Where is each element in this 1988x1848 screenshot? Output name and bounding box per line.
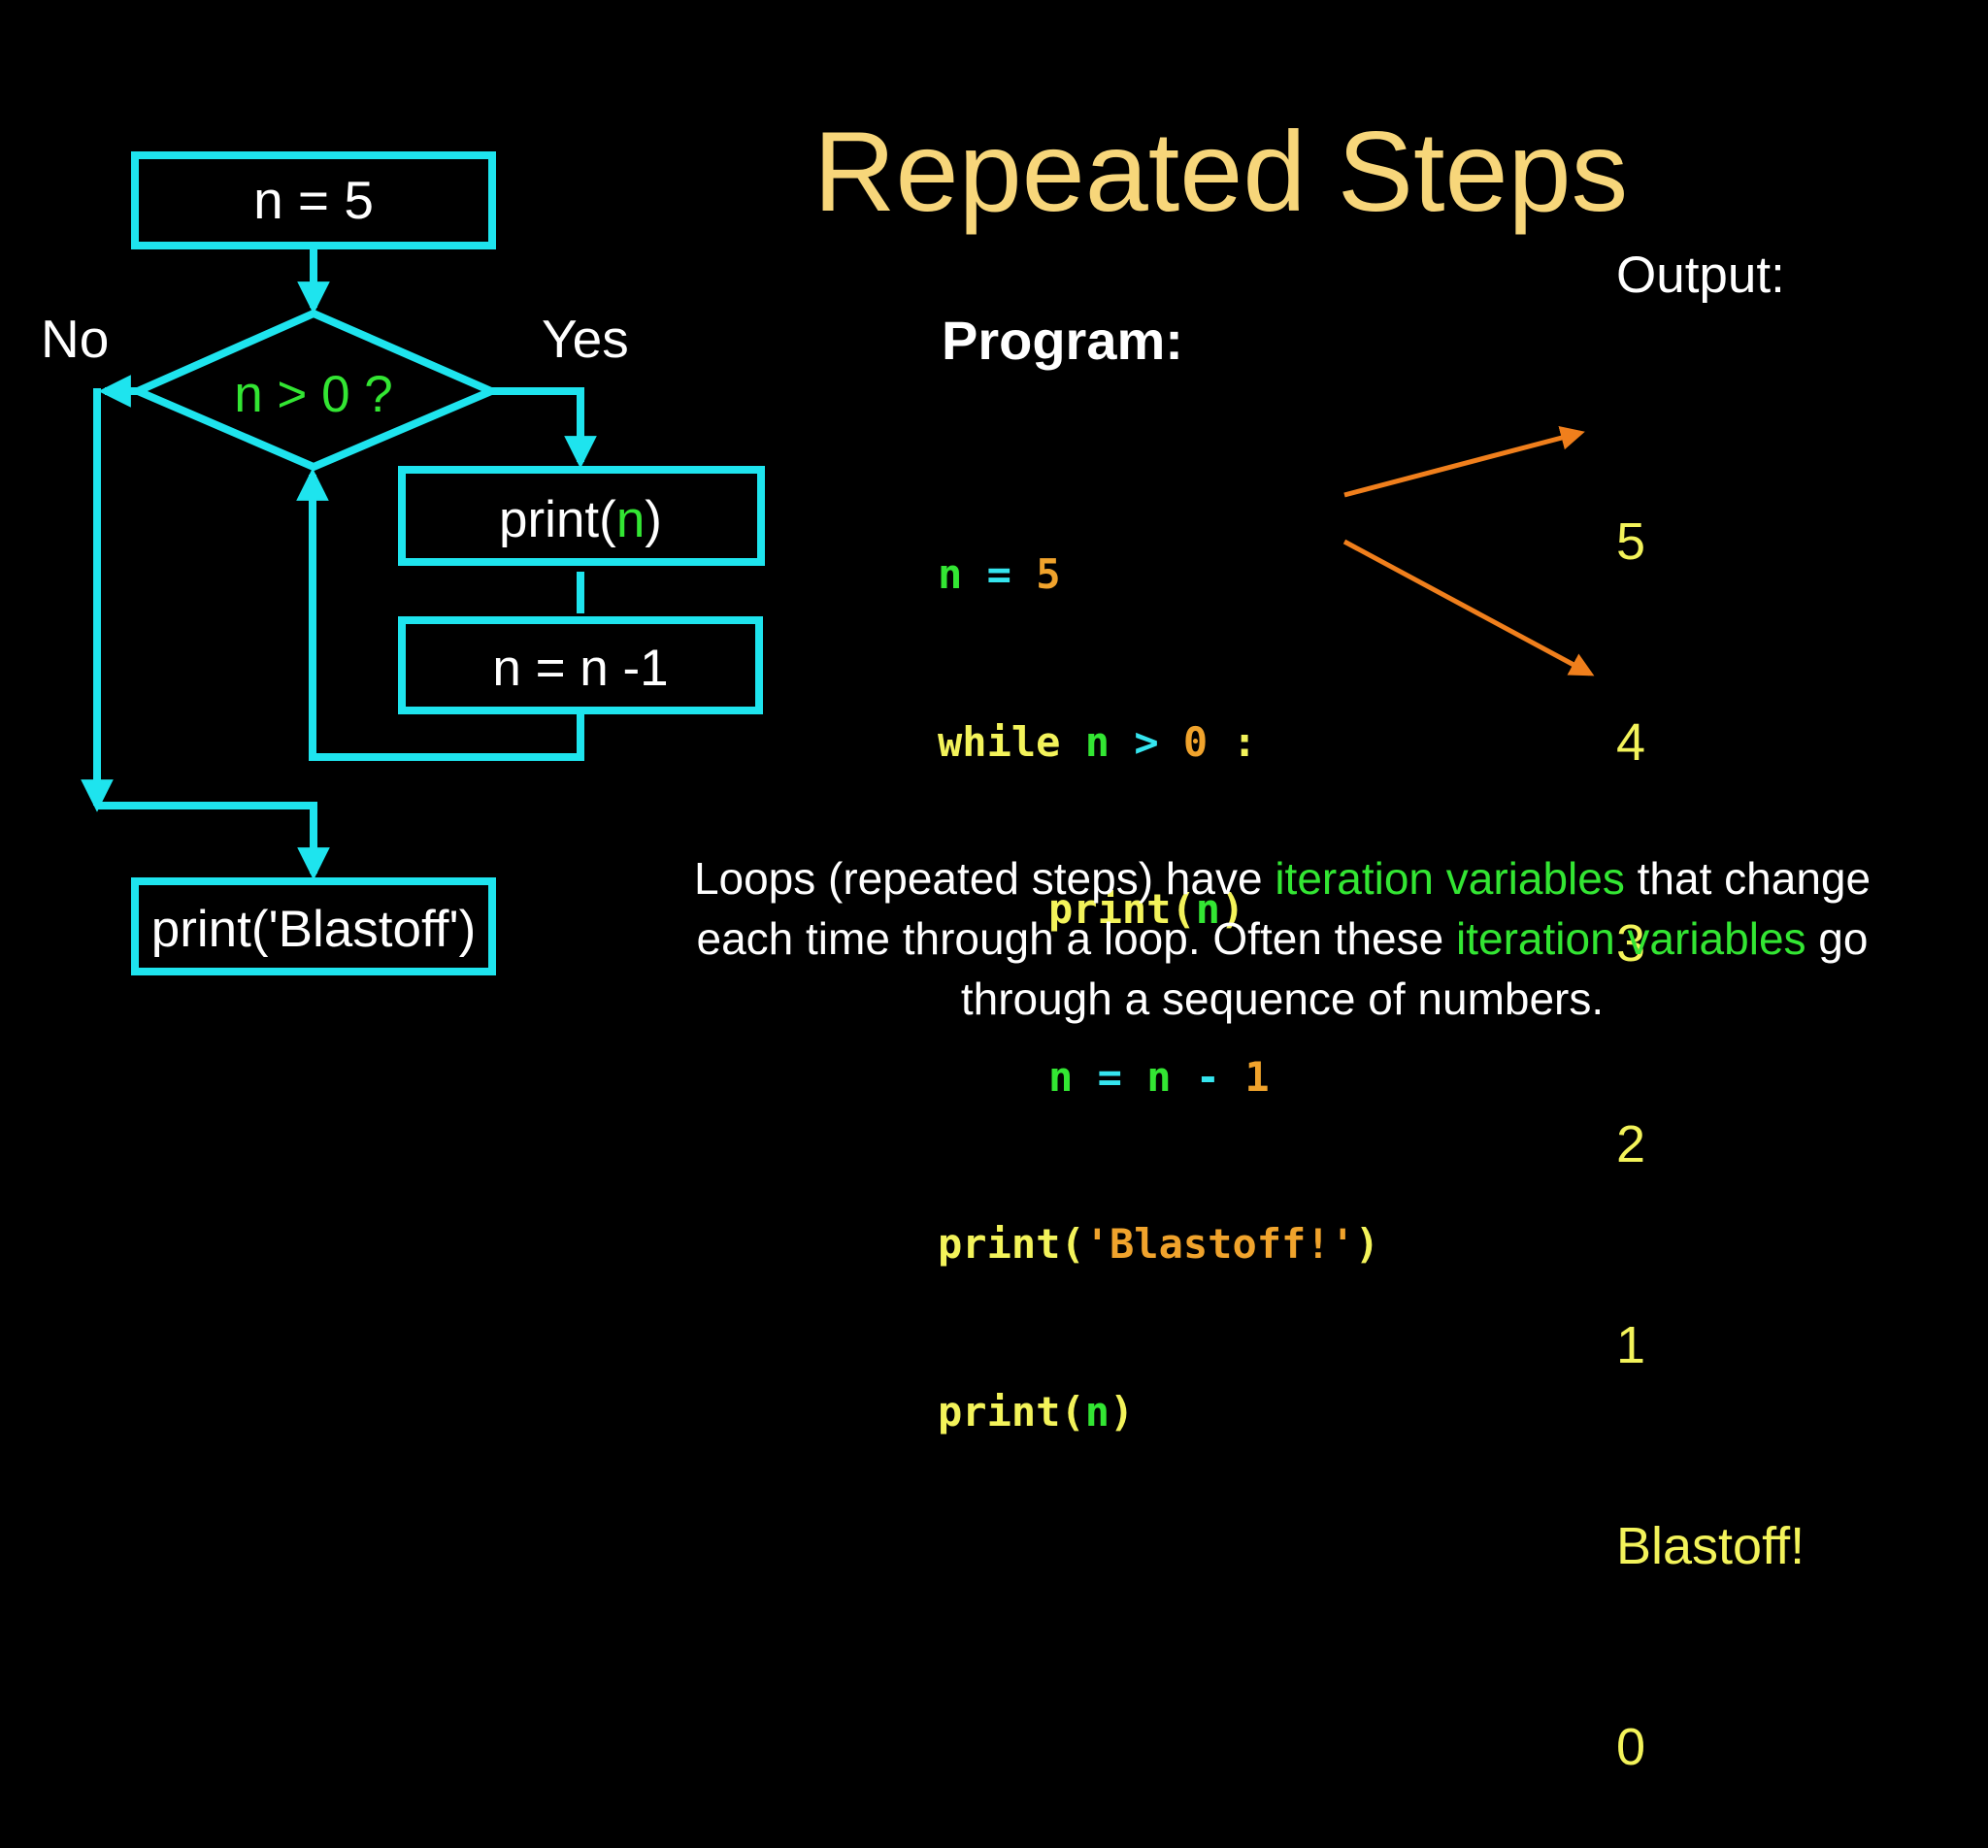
code-fn: print xyxy=(1048,885,1172,933)
code-colon: : xyxy=(1232,717,1257,766)
arrow-code-to-output-top xyxy=(1343,426,1585,498)
output-line: 4 xyxy=(1616,713,1646,772)
code-paren: ( xyxy=(1060,1387,1085,1436)
output-line: 1 xyxy=(1616,1316,1646,1374)
code-op: - xyxy=(1195,1052,1221,1101)
code-fn: print xyxy=(938,1220,1061,1268)
code-op: = xyxy=(986,550,1011,598)
decrement-box-text: n = n -1 xyxy=(492,640,668,697)
caption-highlight: iteration variables xyxy=(1275,853,1625,904)
output-line: 2 xyxy=(1616,1115,1646,1173)
yes-label: Yes xyxy=(542,309,629,369)
code-var: n xyxy=(1084,717,1110,766)
print-box-prefix: print( xyxy=(499,491,616,548)
code-var: n xyxy=(1146,1052,1172,1101)
output-list: 5 4 3 2 1 Blastoff! 0 xyxy=(1616,375,1805,1848)
code-num: 0 xyxy=(1182,717,1209,766)
code-string: 'Blastoff!' xyxy=(1084,1220,1355,1268)
arrow-code-to-output-bottom xyxy=(1342,539,1595,676)
print-box-var: n xyxy=(616,491,645,548)
caption-highlight: iteration variables xyxy=(1456,913,1806,964)
code-paren: ( xyxy=(1060,1220,1085,1268)
blastoff-box-text: print('Blastoff') xyxy=(151,901,476,958)
code-line: while n > 0 : xyxy=(938,714,1379,771)
caption-text: go through a sequence of numbers. xyxy=(960,913,1869,1024)
output-line: Blastoff! xyxy=(1616,1517,1806,1575)
code-arg: n xyxy=(1084,1387,1110,1436)
code-num: 1 xyxy=(1244,1052,1270,1101)
code-num: 5 xyxy=(1036,550,1061,598)
caption-text: that change each time through a loop. Of… xyxy=(696,853,1872,964)
code-line: print('Blastoff!') xyxy=(938,1216,1379,1272)
blastoff-box xyxy=(131,877,496,975)
code-op: = xyxy=(1097,1052,1122,1101)
flowchart: n = 5 n > 0 ? print(n) n = n -1 print('B… xyxy=(41,151,1595,975)
code-line: print(n) xyxy=(938,1384,1379,1440)
condition-diamond xyxy=(128,309,502,472)
print-box-text: print(n) xyxy=(499,491,662,548)
code-var: n xyxy=(938,550,963,598)
init-box-text: n = 5 xyxy=(253,170,374,230)
code-arg: n xyxy=(1195,885,1221,933)
code-fn: print xyxy=(938,1387,1061,1436)
slide-title: Repeated Steps xyxy=(813,108,1629,235)
arrow-loop-back xyxy=(296,468,584,761)
arrow-yes-to-print xyxy=(491,387,597,469)
code-op: > xyxy=(1134,717,1159,766)
program-heading: Program: xyxy=(942,310,1183,371)
print-box-suffix: ) xyxy=(645,491,662,548)
code-var: n xyxy=(1048,1052,1074,1101)
print-box xyxy=(398,466,765,566)
code-line: n = 5 xyxy=(938,546,1379,603)
code-paren: ) xyxy=(1220,885,1245,933)
caption-text: Loops (repeated steps) have xyxy=(693,853,1276,904)
output-line: 0 xyxy=(1616,1718,1646,1776)
arrow-no-to-blastoff xyxy=(97,802,330,880)
code-keyword: while xyxy=(938,717,1061,766)
output-line: 5 xyxy=(1616,512,1646,571)
code-line: n = n - 1 xyxy=(938,1049,1379,1106)
caption: Loops (repeated steps) have iteration va… xyxy=(646,848,1918,1029)
code-paren: ) xyxy=(1110,1387,1135,1436)
no-label: No xyxy=(41,309,109,369)
code-paren: ) xyxy=(1354,1220,1380,1268)
code-line: print(n) xyxy=(938,881,1379,938)
output-heading: Output: xyxy=(1616,247,1785,304)
code-paren: ( xyxy=(1171,885,1196,933)
output-line: 3 xyxy=(1616,914,1646,973)
condition-text: n > 0 ? xyxy=(234,366,393,423)
